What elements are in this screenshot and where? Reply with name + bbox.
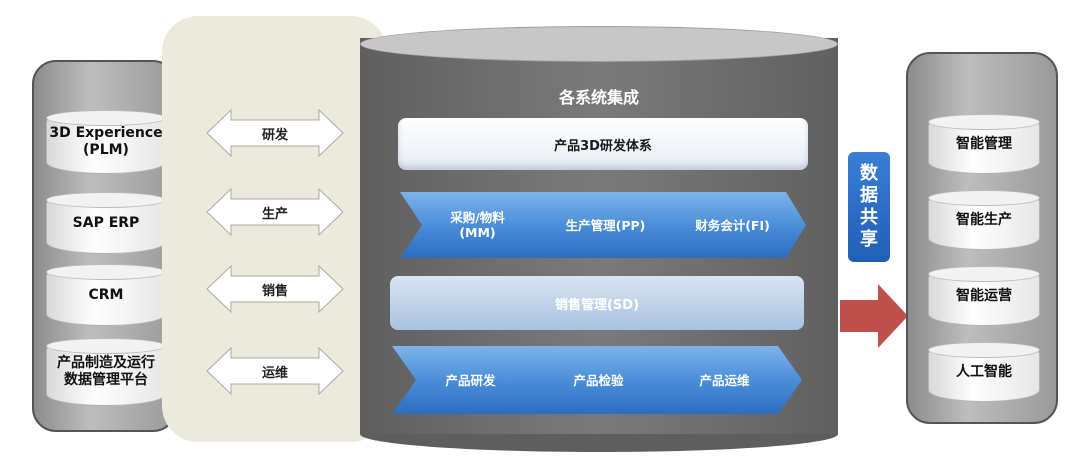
chevron-product-om-label: 产品运维: [672, 350, 777, 410]
bar-3d-rd-system-label: 产品3D研发体系: [554, 138, 652, 154]
chevron-product-inspection: [520, 346, 674, 414]
system-sap-erp-label: SAP ERP: [72, 214, 140, 231]
app-smart-production-label: 智能生产: [956, 211, 1012, 228]
chevron-product-rd-label: 产品研发: [418, 350, 523, 410]
app-smart-management: 智能管理: [928, 114, 1040, 174]
chevron-pp-label: 生产管理(PP): [553, 196, 658, 254]
chevron-mm: [400, 192, 552, 258]
connector-om-label: 运维: [261, 365, 288, 381]
chevron-pp-text: 生产管理(PP): [565, 217, 646, 233]
share-char-4: 享: [860, 229, 878, 250]
system-plm-line1: 3D Experience: [49, 125, 163, 141]
share-char-1: 数: [860, 163, 878, 184]
chevron-mm-line1: 采购/物料: [450, 210, 505, 225]
connector-production-label: 生产: [261, 206, 288, 222]
connector-sales-label: 销售: [261, 283, 288, 299]
data-share-box: 数 据 共 享: [848, 152, 890, 262]
app-smart-operation: 智能运营: [928, 266, 1040, 326]
chevron-product-inspection-text: 产品检验: [573, 372, 624, 388]
center-cylinder-top: [360, 26, 838, 62]
system-crm-label: CRM: [88, 286, 124, 303]
chevron-product-inspection-label: 产品检验: [546, 350, 651, 410]
right-apps-panel: 智能管理 智能生产 智能运营 人工智能: [906, 52, 1058, 424]
chevron-product-om-text: 产品运维: [699, 372, 750, 388]
bar-sales-management-label: 销售管理(SD): [554, 297, 640, 313]
system-sap-erp: SAP ERP: [46, 192, 166, 254]
chevron-row-1: [400, 192, 806, 258]
left-systems-panel: 3D Experience(PLM) SAP ERP CRM 产品制造及运行数据…: [32, 60, 177, 432]
chevron-row-2: [392, 346, 802, 414]
chevron-product-om: [648, 346, 802, 414]
share-char-2: 据: [860, 185, 878, 206]
system-data-platform: 产品制造及运行数据管理平台: [46, 338, 166, 406]
double-arrow-icon: [206, 264, 344, 314]
app-smart-production: 智能生产: [928, 190, 1040, 250]
app-ai: 人工智能: [928, 342, 1040, 402]
system-plm: 3D Experience(PLM): [46, 110, 166, 174]
chevron-fi: [656, 192, 806, 258]
system-data-platform-line1: 产品制造及运行: [57, 355, 155, 371]
flow-arrow-icon: [840, 284, 908, 348]
system-data-platform-line2: 数据管理平台: [64, 372, 148, 388]
app-ai-label: 人工智能: [956, 363, 1012, 380]
chevron-mm-label: 采购/物料(MM): [425, 196, 530, 254]
chevron-mm-line2: (MM): [459, 225, 496, 240]
double-arrow-icon: [206, 346, 344, 396]
system-plm-line2: (PLM): [83, 142, 129, 158]
chevron-fi-text: 财务会计(FI): [695, 217, 770, 233]
double-arrow-icon: [206, 108, 344, 158]
connector-rd-label: 研发: [261, 127, 288, 143]
center-title: 各系统集成: [558, 88, 639, 107]
connector-production: 生产: [205, 187, 345, 237]
chevron-pp: [528, 192, 680, 258]
connector-om: 运维: [205, 346, 345, 396]
chevron-product-rd-text: 产品研发: [445, 372, 496, 388]
chevron-product-rd: [392, 346, 546, 414]
connector-rd: 研发: [205, 108, 345, 158]
double-arrow-icon: [206, 187, 344, 237]
share-char-3: 共: [860, 207, 878, 228]
connector-sales: 销售: [205, 264, 345, 314]
app-smart-operation-label: 智能运营: [956, 287, 1012, 304]
app-smart-management-label: 智能管理: [956, 135, 1012, 152]
bar-3d-rd-system: 产品3D研发体系: [398, 118, 808, 170]
system-crm: CRM: [46, 264, 166, 326]
chevron-fi-label: 财务会计(FI): [680, 196, 785, 254]
bar-sales-management: 销售管理(SD): [390, 276, 804, 330]
